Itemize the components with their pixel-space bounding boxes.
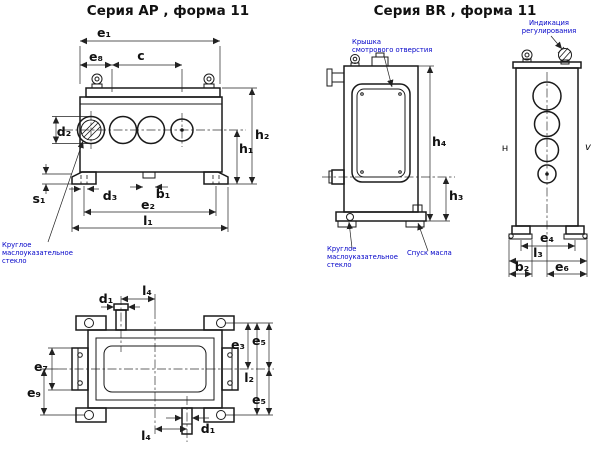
- ap-shaft-bore-2: [108, 115, 138, 145]
- annotation-inspection-line2: смотрового отверстия: [352, 46, 432, 54]
- dim-label-l2: l₂: [244, 370, 254, 385]
- annotation-oil-drain: Спуск масла: [407, 249, 452, 257]
- br-bore-3: [534, 137, 560, 163]
- br-oil-glass-leader: [346, 221, 353, 249]
- ap-foot-left: [71, 171, 97, 185]
- annotation-oil-glass-br-line1: Круглое: [327, 245, 356, 253]
- br-bore-2: [533, 110, 561, 138]
- br-oil-drain-plug: [412, 204, 423, 213]
- dim-label-e4: e₄: [540, 230, 554, 245]
- ap-lifting-eye-right: [203, 73, 215, 89]
- dim-label-d1-top: d₁: [99, 291, 113, 306]
- dim-label-c: c: [137, 48, 144, 63]
- ap-lifting-eye-left: [91, 73, 103, 89]
- br-side-view: [322, 52, 455, 228]
- br-front-lifting-eye: [521, 49, 533, 63]
- br-bore-1: [532, 81, 562, 111]
- br-input-shaft: [328, 169, 345, 185]
- ap-top-cover: [85, 87, 221, 98]
- dim-label-l1: l₁: [143, 213, 153, 228]
- ap-shaft-bore-3: [136, 115, 166, 145]
- ap-shaft-bore-4: [170, 118, 194, 142]
- br-lifting-eye: [350, 54, 360, 67]
- mark-label-v: v: [585, 142, 592, 153]
- plan-ear-top-left: [75, 315, 107, 331]
- annotation-inspection-line1: Крышка: [352, 38, 381, 46]
- br-bore-4: [537, 164, 557, 184]
- dim-label-d1-bottom: d₁: [201, 421, 215, 436]
- ap-oil-glass-leader: [47, 140, 84, 243]
- plan-flange-left: [71, 347, 89, 391]
- dim-label-e9: e₉: [27, 385, 41, 400]
- dim-label-e6: e₆: [555, 259, 569, 274]
- br-adjustment-screw: [557, 46, 572, 65]
- annotation-adjustment-line1: Индикация: [529, 19, 569, 27]
- br-adjustment-leader: [550, 35, 563, 50]
- br-front-top-cap: [512, 61, 582, 69]
- dim-label-e5-bottom: e₅: [252, 392, 266, 407]
- dim-label-b2: b₂: [515, 259, 529, 274]
- annotation-oil-glass-ap-line3: стекло: [2, 257, 27, 265]
- dim-label-e7: e₇: [34, 359, 48, 374]
- dim-label-d3: d₃: [103, 188, 117, 203]
- br-oil-sight-glass: [346, 213, 354, 221]
- ap-dimensions: [42, 37, 257, 243]
- br-foot-right: [565, 225, 585, 235]
- br-drain-leader: [417, 222, 429, 252]
- ap-housing-body: [79, 96, 223, 173]
- ap-oil-sight-glass: [76, 115, 106, 145]
- dim-label-e2: e₂: [141, 197, 155, 212]
- dim-label-h4: h₄: [432, 134, 446, 149]
- dim-label-h1: h₁: [239, 141, 253, 156]
- dim-label-e1: e₁: [97, 25, 111, 40]
- annotation-oil-glass-br-line2: маслоуказательное: [327, 253, 398, 261]
- br-inspection-cover: [351, 83, 411, 183]
- dim-label-h3: h₃: [449, 188, 463, 203]
- br-base-plate: [335, 211, 427, 222]
- annotation-adjustment-line2: регулирования: [522, 27, 576, 35]
- plan-view: [58, 296, 274, 442]
- title-series-br: Серия BR , форма 11: [374, 3, 537, 19]
- dim-label-e3: e₃: [231, 337, 245, 352]
- br-side-handle: [326, 68, 344, 87]
- dim-label-l3: l₃: [533, 245, 543, 260]
- dim-label-h2: h₂: [255, 127, 269, 142]
- br-foot-left: [511, 225, 531, 235]
- br-oil-glass-annotation: Круглое маслоуказательное стекло: [327, 245, 398, 269]
- br-front-body: [515, 67, 579, 227]
- plan-flange-right: [221, 347, 239, 391]
- annotation-oil-glass-br-line3: стекло: [327, 261, 352, 269]
- ap-bottom-tab: [142, 171, 156, 179]
- br-side-dimensions: [346, 55, 450, 252]
- br-side-body: [343, 65, 419, 213]
- dim-label-e8: e₈: [89, 49, 103, 64]
- dim-label-l4-bottom: l₄: [141, 428, 151, 443]
- br-adjustment-annotation: Индикация регулирования: [522, 19, 576, 35]
- dim-label-s1: s₁: [33, 191, 46, 206]
- dim-label-d2: d₂: [57, 124, 71, 139]
- br-inspection-leader: [383, 55, 394, 88]
- br-inspection-annotation: Крышка смотрового отверстия: [352, 38, 432, 54]
- dim-label-l4-top: l₄: [142, 283, 152, 298]
- title-series-ap: Серия AP , форма 11: [87, 3, 249, 19]
- dim-label-b1: b₁: [156, 186, 170, 201]
- mark-label-h: н: [502, 143, 509, 154]
- ap-foot-right: [203, 171, 229, 185]
- br-front-dimensions: [508, 35, 588, 278]
- annotation-oil-glass-ap-line2: маслоуказательное: [2, 249, 73, 257]
- br-top-plug: [371, 52, 389, 67]
- annotation-oil-glass-ap-line1: Круглое: [2, 241, 31, 249]
- dim-label-e5-top: e₅: [252, 333, 266, 348]
- br-front-view: [508, 46, 588, 246]
- ap-front-view: [64, 73, 246, 185]
- ap-oil-glass-annotation: Круглое маслоуказательное стекло: [2, 241, 73, 265]
- plan-dimensions: [40, 294, 273, 433]
